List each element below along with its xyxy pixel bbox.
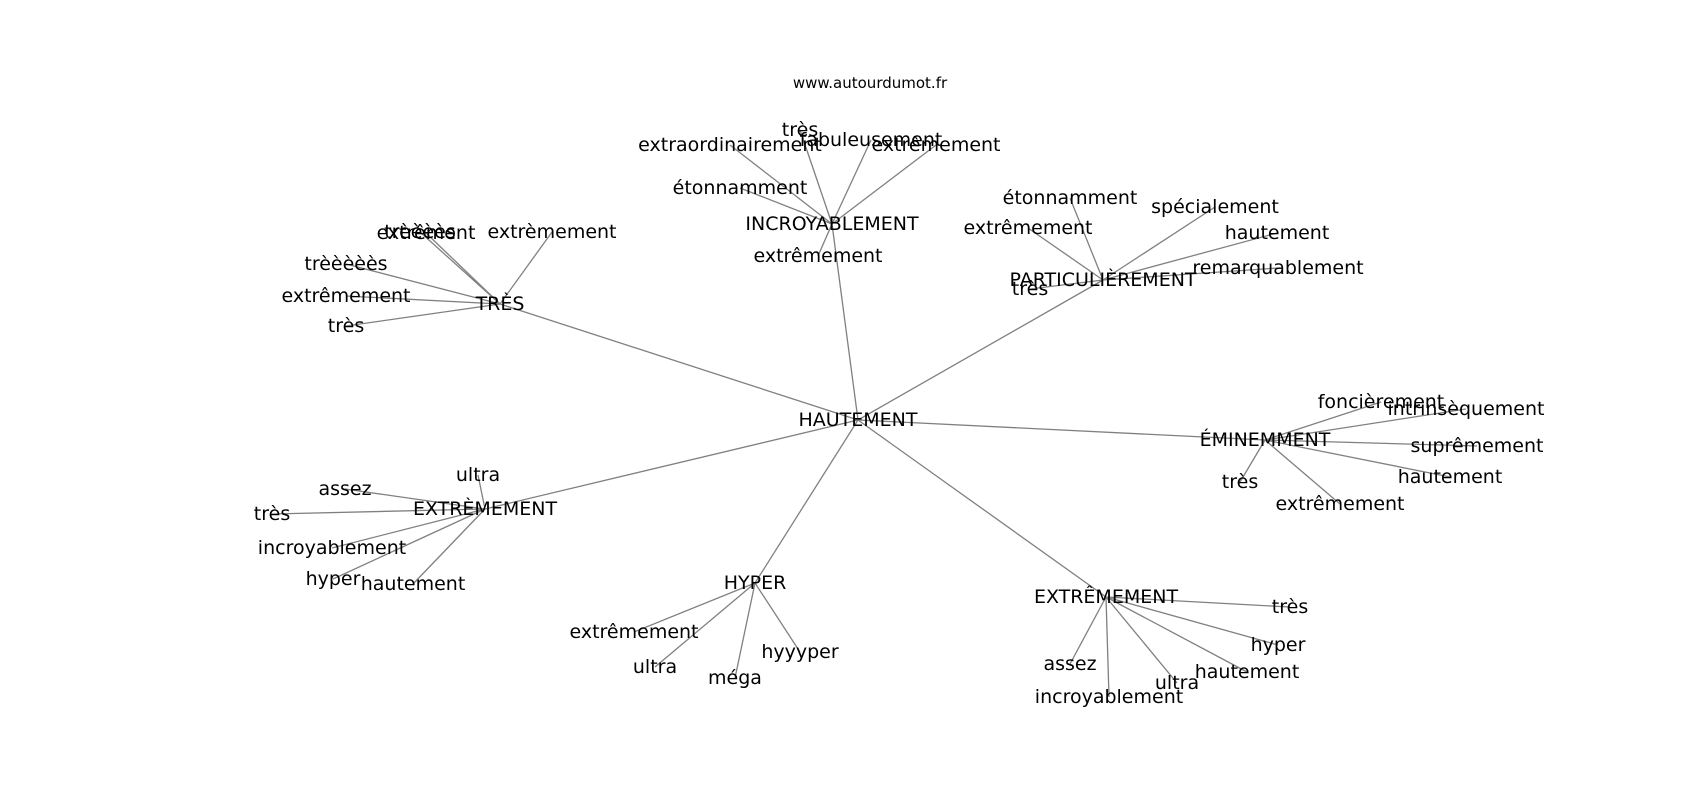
leaf-word[interactable]: intrinsèquement bbox=[1388, 398, 1545, 420]
edge-particulierement-1 bbox=[1102, 206, 1216, 281]
edge-incroyablement-3 bbox=[831, 144, 937, 225]
edge-extrememement-bottom-3 bbox=[1069, 596, 1107, 665]
cluster-node-particulierement[interactable]: PARTICULIÈREMENT bbox=[1009, 268, 1196, 291]
cluster-node-extrememement-bottom[interactable]: EXTRÊMEMENT bbox=[1034, 585, 1179, 608]
edge-hyper-1 bbox=[654, 582, 756, 668]
edge-particulierement-2 bbox=[1027, 227, 1104, 281]
edge-tres-2 bbox=[499, 231, 553, 305]
cluster-node-eminemment[interactable]: ÉMINEMMENT bbox=[1200, 428, 1331, 451]
root-node[interactable]: HAUTEMENT bbox=[798, 409, 917, 431]
source-label: www.autourdumot.fr bbox=[793, 74, 948, 92]
edge-extrememement-left-1 bbox=[344, 488, 486, 510]
edge-extrememement-left-4 bbox=[332, 508, 486, 580]
leaf-word[interactable]: incroyablement bbox=[258, 537, 406, 559]
edge-extrememement-bottom-2 bbox=[1105, 596, 1248, 673]
leaf-word[interactable]: extrèmement bbox=[487, 221, 616, 243]
leaf-word[interactable]: extrêmement bbox=[963, 217, 1092, 239]
edge-root-eminemment bbox=[857, 419, 1266, 441]
edge-extrememement-left-2 bbox=[271, 508, 486, 515]
leaf-word[interactable]: assez bbox=[318, 478, 371, 500]
cluster-node-extrememement-left[interactable]: EXTRÈMEMENT bbox=[413, 497, 558, 520]
leaf-word[interactable]: extrêmement bbox=[281, 285, 410, 307]
leaf-word[interactable]: hautement bbox=[1195, 661, 1300, 683]
edge-eminemment-1 bbox=[1264, 408, 1467, 441]
edge-extrememement-left-3 bbox=[331, 508, 486, 549]
edge-hyper-3 bbox=[754, 582, 801, 653]
cluster-node-incroyablement[interactable]: INCROYABLEMENT bbox=[745, 213, 919, 235]
leaf-word[interactable]: extrêmement bbox=[1275, 493, 1404, 515]
edge-eminemment-3 bbox=[1264, 439, 1451, 478]
leaf-word[interactable]: étonnamment bbox=[1003, 187, 1138, 209]
edge-incroyablement-4 bbox=[739, 187, 833, 225]
edge-incroyablement-1 bbox=[729, 144, 833, 225]
edge-incroyablement-5 bbox=[817, 223, 833, 257]
edge-particulierement-3 bbox=[1102, 232, 1278, 281]
leaf-word[interactable]: très bbox=[1272, 596, 1308, 618]
leaf-word[interactable]: fabuleusement bbox=[800, 129, 943, 151]
leaf-word[interactable]: extrêmement bbox=[569, 621, 698, 643]
leaf-word[interactable]: hyper bbox=[1251, 634, 1306, 656]
leaf-word[interactable]: suprêmement bbox=[1411, 435, 1544, 457]
edge-tres-1 bbox=[425, 232, 501, 305]
leaf-word[interactable]: foncièrement bbox=[1318, 391, 1445, 413]
leaf-word[interactable]: assez bbox=[1043, 653, 1096, 675]
edge-hyper-2 bbox=[734, 582, 756, 679]
cluster-node-tres[interactable]: TRÈS bbox=[475, 292, 525, 315]
leaf-word[interactable]: très bbox=[1222, 471, 1258, 493]
leaf-word[interactable]: extraordinairement bbox=[638, 134, 822, 156]
leaf-word[interactable]: très bbox=[254, 503, 290, 525]
edge-particulierement-4 bbox=[1102, 267, 1279, 281]
leaf-word[interactable]: hautement bbox=[361, 573, 466, 595]
edge-eminemment-4 bbox=[1239, 439, 1266, 483]
leaf-word[interactable]: très bbox=[1012, 278, 1048, 300]
edge-particulierement-0 bbox=[1069, 197, 1104, 281]
leaf-word[interactable]: extrêmement bbox=[753, 245, 882, 267]
leaf-word[interactable]: extrêmement bbox=[871, 134, 1000, 156]
edge-eminemment-5 bbox=[1264, 439, 1341, 505]
leaf-word[interactable]: remarquablement bbox=[1192, 257, 1363, 279]
leaf-word[interactable]: incroyablement bbox=[1035, 686, 1183, 708]
edge-eminemment-0 bbox=[1264, 401, 1382, 441]
leaf-word[interactable]: ultra bbox=[456, 464, 500, 486]
leaf-word[interactable]: hyyyper bbox=[761, 641, 839, 663]
edge-tres-4 bbox=[345, 295, 501, 305]
leaf-word[interactable]: trèèèès bbox=[384, 221, 456, 243]
edge-incroyablement-0 bbox=[799, 129, 833, 225]
edge-incroyablement-2 bbox=[831, 139, 872, 225]
edge-particulierement-5 bbox=[1029, 279, 1104, 290]
edge-root-extrememement-left bbox=[484, 419, 859, 510]
edge-extrememement-bottom-0 bbox=[1105, 596, 1291, 608]
edge-tres-3 bbox=[345, 263, 501, 305]
leaf-word[interactable]: hyper bbox=[306, 568, 361, 590]
leaf-word[interactable]: extrêment bbox=[377, 222, 476, 244]
leaf-word[interactable]: ultra bbox=[633, 656, 677, 678]
edge-extrememement-bottom-4 bbox=[1105, 596, 1178, 684]
edge-root-hyper bbox=[754, 419, 859, 584]
leaf-word[interactable]: spécialement bbox=[1151, 196, 1279, 218]
edge-root-particulierement bbox=[857, 279, 1104, 421]
leaf-word[interactable]: trèèèèès bbox=[304, 253, 387, 275]
leaf-word[interactable]: très bbox=[328, 315, 364, 337]
leaf-word[interactable]: très bbox=[782, 119, 818, 141]
cluster-node-hyper[interactable]: HYPER bbox=[724, 572, 787, 594]
edges bbox=[271, 129, 1478, 698]
edge-root-tres bbox=[499, 303, 859, 421]
leaf-word[interactable]: hautement bbox=[1225, 222, 1330, 244]
edge-root-extrememement-bottom bbox=[857, 419, 1107, 598]
edge-extrememement-left-5 bbox=[412, 508, 486, 585]
leaf-word[interactable]: étonnamment bbox=[673, 177, 808, 199]
leaf-word[interactable]: ultra bbox=[1155, 672, 1199, 694]
edge-extrememement-bottom-1 bbox=[1105, 596, 1279, 646]
edge-extrememement-left-0 bbox=[477, 474, 486, 510]
leaf-word[interactable]: hautement bbox=[1398, 466, 1503, 488]
leaf-word[interactable]: méga bbox=[708, 667, 762, 689]
edge-eminemment-2 bbox=[1264, 439, 1478, 447]
edge-hyper-0 bbox=[633, 582, 756, 633]
edge-root-incroyablement bbox=[831, 223, 859, 421]
edge-tres-5 bbox=[345, 303, 501, 327]
edge-extrememement-bottom-5 bbox=[1105, 596, 1110, 698]
